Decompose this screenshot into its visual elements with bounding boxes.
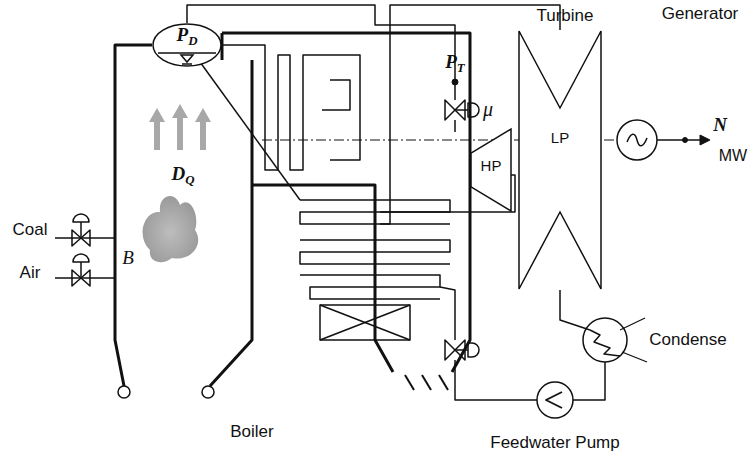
node-label: PD bbox=[152, 23, 222, 48]
input-name: Air bbox=[20, 264, 41, 283]
air-preheater bbox=[320, 305, 410, 340]
feedwater-valve bbox=[445, 340, 479, 360]
steam-drum: PD bbox=[152, 23, 222, 67]
part-name: Boiler bbox=[230, 423, 273, 442]
measure-point bbox=[683, 138, 688, 143]
superheater-coil bbox=[222, 45, 450, 299]
pressure-tap bbox=[452, 79, 458, 85]
valve-symbol: μ bbox=[483, 98, 493, 120]
condenser-coil bbox=[590, 330, 620, 356]
generator-symbol bbox=[617, 120, 657, 160]
pump-symbol bbox=[537, 382, 573, 418]
steam-pipe bbox=[187, 5, 605, 400]
power-output bbox=[657, 139, 700, 141]
flame bbox=[143, 196, 199, 262]
cooling-pipe bbox=[620, 318, 645, 330]
node-outline bbox=[518, 30, 602, 290]
cooling-pipe bbox=[622, 352, 647, 362]
pump-arrow bbox=[546, 392, 562, 408]
hp-turbine: HP bbox=[470, 128, 512, 212]
arrowhead bbox=[700, 135, 710, 145]
heat-symbol: DQ bbox=[171, 164, 194, 187]
node-label: LP bbox=[518, 30, 602, 147]
signal-name: N bbox=[713, 115, 727, 136]
fuel-valve bbox=[55, 214, 115, 286]
heat-arrow bbox=[149, 104, 211, 150]
signal-name: B bbox=[122, 248, 134, 269]
header-circle bbox=[118, 386, 130, 398]
boiler-wall bbox=[115, 33, 470, 386]
header-circle bbox=[202, 386, 214, 398]
control-valve bbox=[445, 100, 479, 120]
unit-label: MW bbox=[719, 147, 747, 165]
condenser-symbol bbox=[583, 318, 627, 362]
node-label: HP bbox=[470, 128, 512, 175]
part-name: Turbine bbox=[536, 7, 593, 26]
ash-hopper bbox=[405, 375, 448, 390]
part-name: Generator bbox=[662, 5, 739, 24]
part-name: Feedwater Pump bbox=[490, 434, 619, 453]
input-name: Coal bbox=[13, 221, 48, 240]
ac-symbol bbox=[627, 134, 647, 146]
pressure-symbol: PT bbox=[445, 52, 465, 75]
lp-turbine: LP bbox=[518, 30, 602, 290]
part-name: Condense bbox=[649, 331, 727, 350]
